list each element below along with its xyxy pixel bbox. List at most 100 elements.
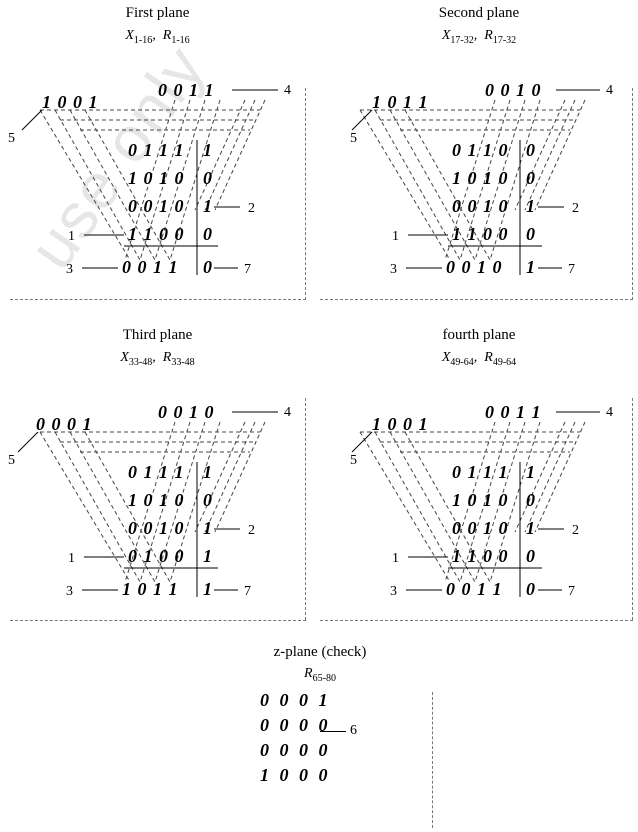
result-check: 0 xyxy=(526,579,536,599)
row-bits: 0 0 1 0 xyxy=(128,196,185,216)
row-bits: 1 1 0 0 xyxy=(452,224,509,244)
label-5: 5 xyxy=(8,453,15,468)
z-row: 0 0 0 0 xyxy=(260,740,331,760)
label-3: 3 xyxy=(390,262,397,277)
result-bits: 0 0 1 1 xyxy=(446,579,503,599)
result-bits: 1 0 1 1 xyxy=(122,579,179,599)
top-left-bits: 1 0 0 1 xyxy=(42,92,99,112)
label-4: 4 xyxy=(284,405,291,420)
top-right-bits: 0 0 1 0 xyxy=(485,80,542,100)
row-check: 1 xyxy=(203,462,213,482)
panel-divider xyxy=(632,398,633,620)
top-left-bits: 1 0 0 1 xyxy=(372,414,429,434)
third-plane-panel: Third plane X33-48, R33-48 0 0 0 1 0 0 1… xyxy=(0,322,315,622)
label-7: 7 xyxy=(568,262,575,277)
plane-title: Second plane xyxy=(438,5,520,21)
row-check: 0 xyxy=(526,490,536,510)
result-bits: 0 0 1 0 xyxy=(446,257,503,277)
panel-divider xyxy=(432,692,433,828)
label-5: 5 xyxy=(8,131,15,146)
result-check: 0 xyxy=(203,257,213,277)
leader-5 xyxy=(351,109,373,131)
row-bits: 0 1 1 1 xyxy=(452,462,509,482)
z-plane-panel: z-plane (check) R65-80 0 0 0 1 0 0 0 0 0… xyxy=(150,640,490,830)
row-check: 1 xyxy=(203,518,213,538)
plane-subtitle: X1-16, R1-16 xyxy=(125,28,190,46)
panel-divider xyxy=(632,88,633,300)
x-subscript: 1-16 xyxy=(133,34,153,46)
r-subscript: 49-64 xyxy=(492,356,517,368)
r-subscript: 17-32 xyxy=(492,34,517,46)
row-bits: 0 0 1 0 xyxy=(452,196,509,216)
label-3: 3 xyxy=(66,584,73,599)
label-6: 6 xyxy=(350,723,357,738)
r-subscript: 33-48 xyxy=(171,356,195,368)
plane-diagram: 0 0 0 1 0 0 1 0 4 5 0 1 1 1 1 1 0 1 0 0 … xyxy=(8,402,291,599)
plane-title: Third plane xyxy=(122,327,193,343)
row-check: 0 xyxy=(203,490,213,510)
top-right-bits: 0 0 1 1 xyxy=(485,402,542,422)
leader-5 xyxy=(351,431,373,453)
label-1: 1 xyxy=(68,551,75,566)
label-7: 7 xyxy=(244,262,251,277)
row-check: 0 xyxy=(526,224,536,244)
plane-subtitle: X49-64, R49-64 xyxy=(441,350,517,368)
z-row: 1 0 0 0 xyxy=(260,765,331,785)
panel-divider xyxy=(10,299,306,300)
plane-title: z-plane (check) xyxy=(273,644,367,660)
row-check: 0 xyxy=(203,168,213,188)
label-1: 1 xyxy=(392,551,399,566)
first-plane-panel: First plane X1-16, R1-16 1 0 0 1 0 0 1 1… xyxy=(0,0,315,300)
x-subscript: 49-64 xyxy=(450,356,474,368)
z-bit-rows: 0 0 0 1 0 0 0 0 0 0 0 0 1 0 0 0 6 xyxy=(260,690,420,820)
row-check: 0 xyxy=(526,140,536,160)
row-bits: 0 1 1 1 xyxy=(128,140,185,160)
panel-divider xyxy=(320,299,633,300)
label-4: 4 xyxy=(284,83,291,98)
label-7: 7 xyxy=(568,584,575,599)
label-2: 2 xyxy=(248,523,255,538)
leader-6 xyxy=(320,731,346,732)
panel-divider xyxy=(320,620,633,621)
panel-divider xyxy=(305,88,306,300)
z-row: 0 0 0 1 xyxy=(260,690,331,710)
fourth-plane-panel: fourth plane X49-64, R49-64 1 0 0 1 0 0 … xyxy=(320,322,638,622)
top-left-bits: 1 0 1 1 xyxy=(372,92,429,112)
label-3: 3 xyxy=(66,262,73,277)
plane-subtitle: X17-32, R17-32 xyxy=(441,28,517,46)
dashed-diagonals xyxy=(359,421,586,583)
plane-diagram: 1 0 0 1 0 0 1 1 4 5 0 1 1 1 1 1 0 1 0 0 … xyxy=(350,402,613,599)
row-bits: 0 0 1 0 xyxy=(452,518,509,538)
row-bits: 1 1 0 0 xyxy=(128,224,185,244)
row-bits: 1 0 1 0 xyxy=(128,168,185,188)
row-check: 1 xyxy=(203,196,213,216)
second-plane-panel: Second plane X17-32, R17-32 1 0 1 1 0 0 … xyxy=(320,0,638,300)
row-check: 0 xyxy=(526,168,536,188)
row-bits: 0 0 1 0 xyxy=(128,518,185,538)
row-bits: 0 1 0 0 xyxy=(128,546,185,566)
top-right-bits: 0 0 1 0 xyxy=(158,402,215,422)
result-check: 1 xyxy=(203,579,213,599)
label-5: 5 xyxy=(350,453,357,468)
label-1: 1 xyxy=(392,229,399,244)
row-check: 1 xyxy=(526,462,536,482)
r-subscript: 65-80 xyxy=(312,672,336,684)
plane-subtitle: X33-48, R33-48 xyxy=(120,350,195,368)
result-check: 1 xyxy=(526,257,536,277)
top-left-bits: 0 0 0 1 xyxy=(36,414,93,434)
row-check: 1 xyxy=(526,518,536,538)
row-bits: 1 0 1 0 xyxy=(452,490,509,510)
plane-diagram: 1 0 0 1 0 0 1 1 4 5 0 1 1 1 1 1 0 1 0 0 … xyxy=(8,80,291,277)
plane-subtitle: R65-80 xyxy=(304,666,336,684)
label-3: 3 xyxy=(390,584,397,599)
row-check: 1 xyxy=(203,546,213,566)
panel-divider xyxy=(305,398,306,620)
panel-divider xyxy=(10,620,306,621)
dashed-diagonals xyxy=(39,99,266,261)
label-2: 2 xyxy=(572,201,579,216)
plane-diagram: 1 0 1 1 0 0 1 0 4 5 0 1 1 0 0 1 0 1 0 0 … xyxy=(350,80,613,277)
result-bits: 0 0 1 1 xyxy=(122,257,179,277)
leader-5 xyxy=(21,109,43,131)
label-5: 5 xyxy=(350,131,357,146)
dashed-diagonals xyxy=(39,421,266,583)
